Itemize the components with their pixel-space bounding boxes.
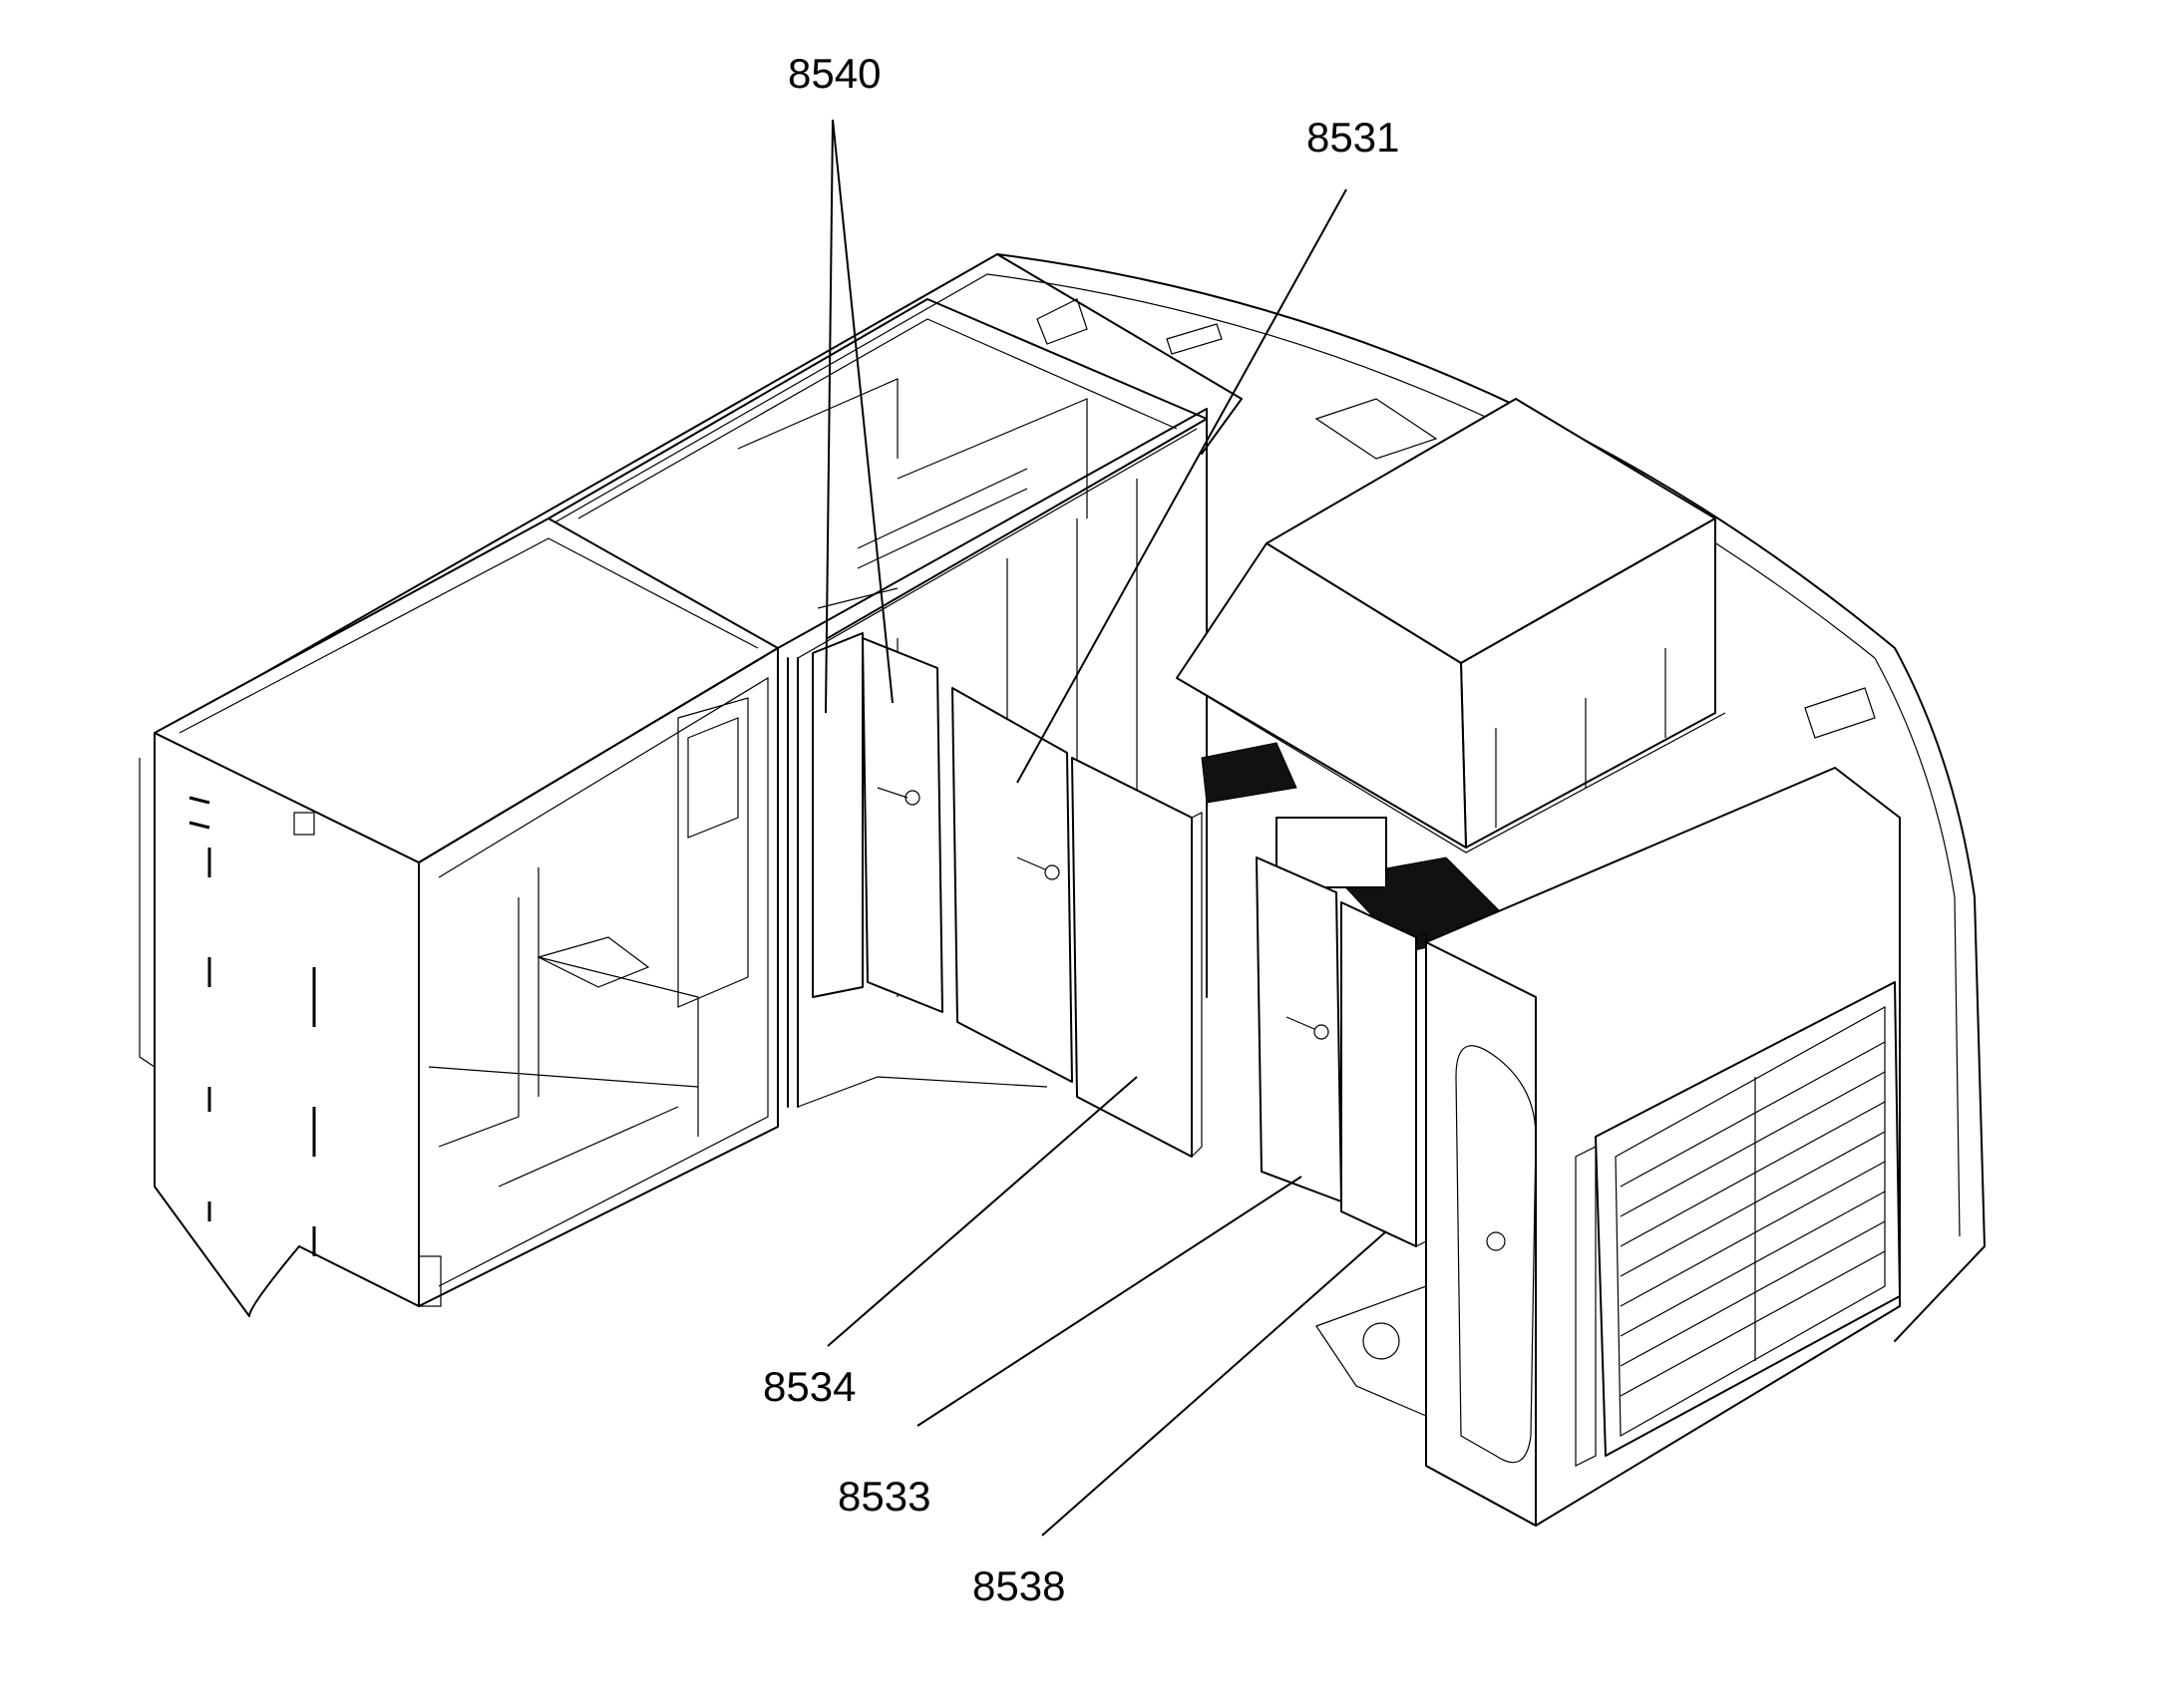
upper-housing	[1176, 398, 1726, 888]
callout-8538: 8538	[972, 1562, 1065, 1609]
leader-8534	[827, 1076, 1138, 1347]
panel-8533	[1256, 856, 1342, 1202]
callout-8534: 8534	[763, 1363, 856, 1410]
roof-outline	[159, 253, 1986, 1342]
leader-8533	[916, 1176, 1302, 1427]
leader-8540-b	[832, 119, 894, 704]
panel-8534	[1071, 757, 1203, 1158]
callout-8533: 8533	[838, 1473, 930, 1520]
leader-8538	[1041, 1230, 1387, 1537]
leader-8531	[1016, 188, 1347, 784]
callout-8531: 8531	[1306, 114, 1399, 161]
callout-labels: 8540 8531 8534 8533 8538	[763, 50, 1399, 1609]
radiator-louvers	[1620, 1041, 1886, 1397]
panel-8540	[812, 632, 943, 1013]
callout-8540: 8540	[788, 50, 881, 97]
panel-8538	[1340, 901, 1427, 1247]
leader-lines	[825, 119, 1387, 1537]
left-cabinet	[139, 517, 779, 1317]
leader-8540-a	[825, 119, 834, 714]
right-radiator-module	[1315, 767, 1901, 1527]
panel-8531	[951, 687, 1073, 1083]
